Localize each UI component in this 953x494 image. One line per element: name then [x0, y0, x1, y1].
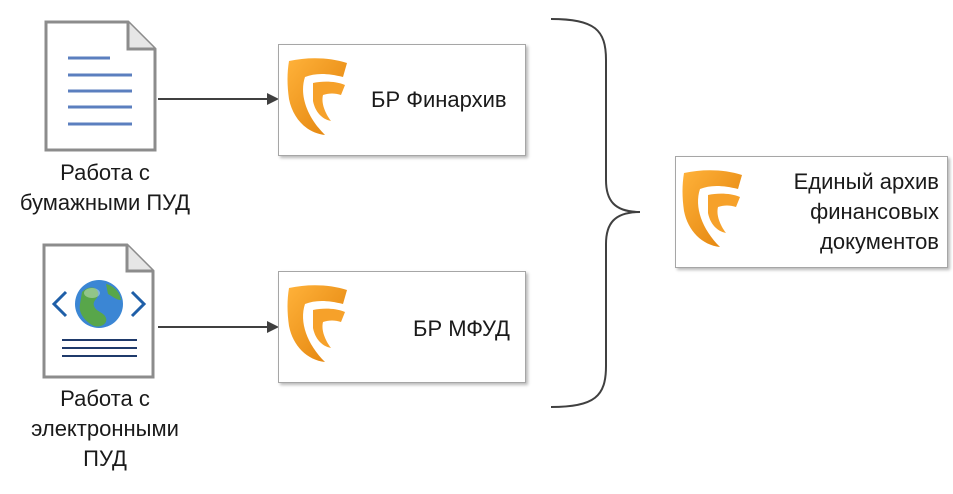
curly-brace: [550, 18, 641, 408]
logo-icon: [287, 285, 347, 362]
electronic-document-icon: [42, 243, 155, 379]
system-label: БР МФУД: [413, 316, 510, 341]
result-label: Единый архив финансовых документов: [793, 169, 939, 254]
system-box-finarchive: БР Финархив: [278, 44, 526, 156]
result-box-unified-archive: Единый архив финансовых документов: [675, 156, 948, 268]
logo-icon: [682, 170, 742, 247]
paper-document-icon: [44, 20, 157, 152]
system-box-mfud: БР МФУД: [278, 271, 526, 383]
paper-pud-label: Работа с бумажными ПУД: [19, 160, 191, 215]
system-label: БР Финархив: [371, 87, 507, 112]
logo-icon: [287, 58, 347, 135]
electronic-pud-label: Работа с электронными ПУД: [31, 386, 179, 471]
globe-icon: [75, 280, 123, 328]
